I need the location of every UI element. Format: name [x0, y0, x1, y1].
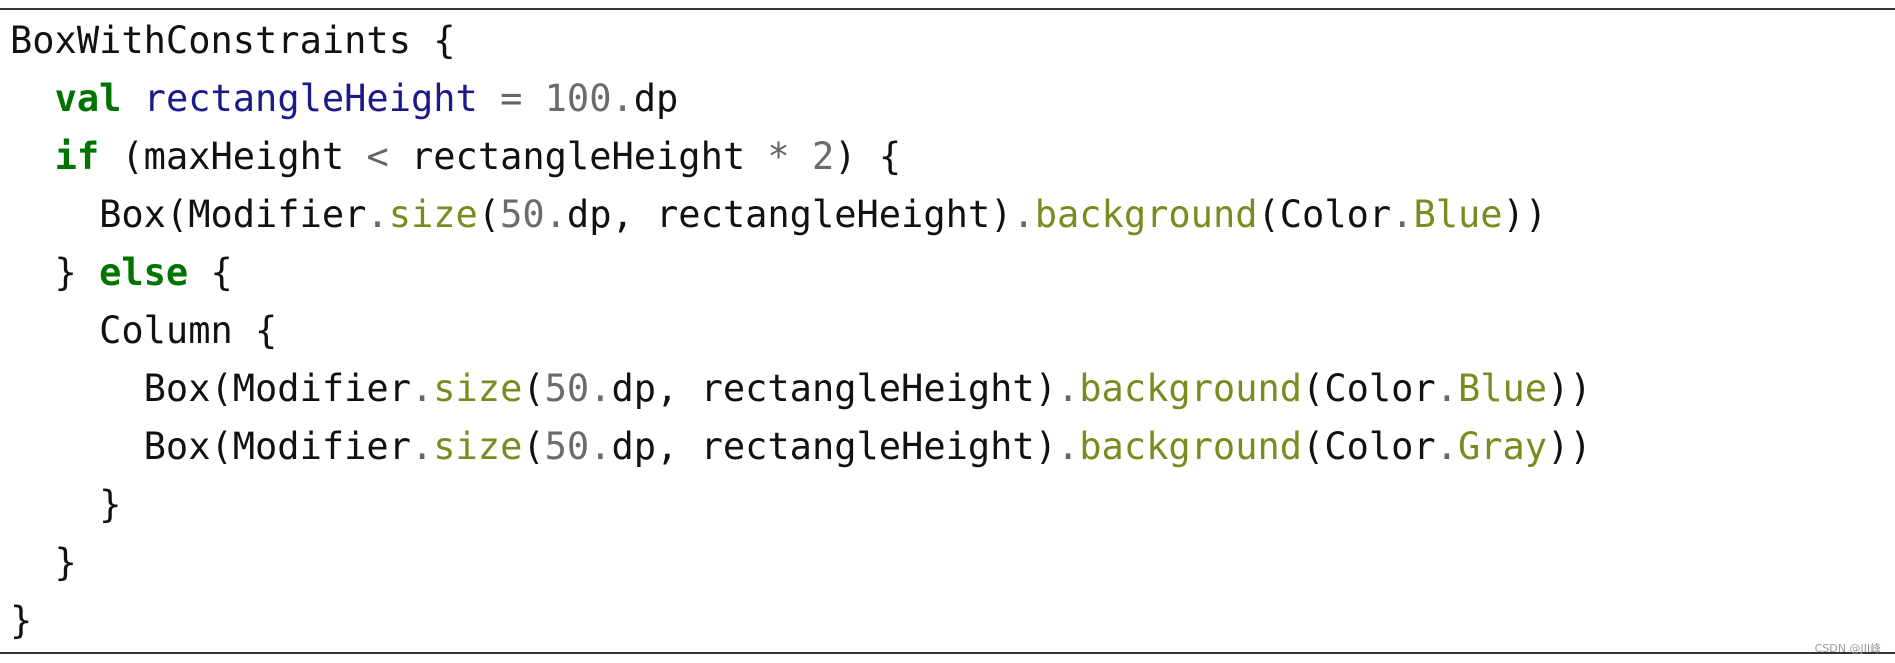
code-token: . [1435, 367, 1458, 410]
code-token: (Color [1302, 425, 1436, 468]
code-token: size [433, 425, 523, 468]
code-token: dp, rectangleHeight) [611, 367, 1057, 410]
code-token: Blue [1457, 367, 1548, 410]
code-token: ( [522, 425, 545, 468]
top-rule [0, 8, 1895, 10]
code-token: Box(Modifier [10, 425, 411, 468]
code-token: background [1034, 193, 1258, 236]
code-token: Column { [10, 309, 278, 352]
code-token: Gray [1457, 425, 1548, 468]
code-token: . [410, 425, 434, 468]
code-token: . [366, 193, 389, 236]
code-token: background [1079, 425, 1303, 468]
code-token: Box(Modifier [10, 193, 367, 236]
code-token: } [10, 599, 33, 642]
code-line: BoxWithConstraints { [10, 12, 1592, 70]
code-token: 50. [500, 193, 567, 236]
code-line: Box(Modifier.size(50.dp, rectangleHeight… [10, 360, 1592, 418]
code-token: 50. [544, 425, 612, 468]
code-token: { [188, 251, 233, 294]
code-line: } [10, 534, 1592, 592]
code-token: . [410, 367, 434, 410]
code-line: } [10, 476, 1592, 534]
code-token: )) [1547, 367, 1592, 410]
code-token: 100. [544, 77, 634, 120]
code-token [10, 135, 55, 178]
code-token: (maxHeight [99, 135, 367, 178]
code-line: Box(Modifier.size(50.dp, rectangleHeight… [10, 418, 1592, 476]
code-token: dp, rectangleHeight) [611, 425, 1057, 468]
code-token [10, 77, 55, 120]
code-token: val [54, 77, 122, 120]
code-token: ) { [834, 135, 902, 178]
code-token: else [99, 251, 189, 294]
code-token: 50. [544, 367, 612, 410]
code-token: } [10, 483, 122, 526]
code-token: rectangleHeight [143, 77, 478, 120]
code-token: ( [522, 367, 545, 410]
code-token: < [366, 135, 389, 178]
code-token: ( [477, 193, 501, 236]
code-token: } [10, 541, 77, 584]
code-line: if (maxHeight < rectangleHeight * 2) { [10, 128, 1592, 186]
code-token: )) [1502, 193, 1548, 236]
watermark-text: CSDN @JIl峰 [1814, 642, 1881, 655]
code-line: val rectangleHeight = 100.dp [10, 70, 1592, 128]
code-token: BoxWithConstraints [10, 19, 434, 62]
code-token: . [1012, 193, 1035, 236]
code-token [121, 77, 143, 120]
code-token: . [1057, 367, 1080, 410]
code-token: size [433, 367, 523, 410]
code-token: * [767, 135, 790, 178]
code-token: Box(Modifier [10, 367, 411, 410]
code-token: )) [1547, 425, 1592, 468]
code-token: 2 [811, 135, 835, 178]
code-line: } [10, 592, 1592, 650]
code-line: } else { [10, 244, 1592, 302]
code-token: (Color [1302, 367, 1436, 410]
code-token: . [1435, 425, 1458, 468]
code-line: Column { [10, 302, 1592, 360]
code-token: (Color [1257, 193, 1392, 236]
code-block: BoxWithConstraints { val rectangleHeight… [10, 12, 1592, 650]
code-token: rectangleHeight [388, 135, 768, 178]
code-token [790, 135, 812, 178]
code-token: . [1057, 425, 1080, 468]
code-line: Box(Modifier.size(50.dp, rectangleHeight… [10, 186, 1592, 244]
code-token: dp, rectangleHeight) [566, 193, 1013, 236]
code-token: dp [633, 77, 679, 120]
code-token: } [10, 251, 100, 294]
bottom-rule [0, 652, 1895, 654]
code-token: size [388, 193, 478, 236]
code-token: Blue [1413, 193, 1503, 236]
code-token: background [1079, 367, 1303, 410]
code-token: { [433, 19, 456, 62]
code-token: = [477, 77, 545, 120]
code-token: . [1391, 193, 1414, 236]
code-token: if [54, 135, 100, 178]
